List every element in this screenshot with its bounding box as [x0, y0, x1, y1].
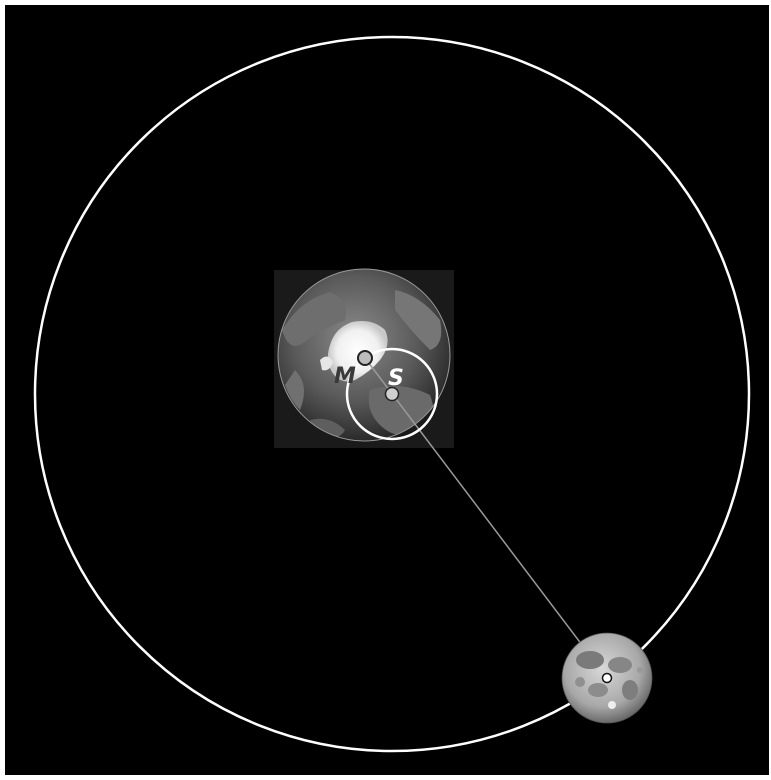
earth-north-pole-view-icon [277, 268, 451, 442]
barycenter-label: S [388, 366, 404, 391]
earth-center-marker [357, 350, 373, 366]
earth-moon-connector-line [364, 357, 608, 679]
earth-center-label: M [334, 364, 356, 389]
barycenter-marker [384, 386, 400, 402]
moon-center-marker [601, 672, 613, 684]
moon-orbit-circle [33, 35, 751, 753]
earth-center-orbit-circle [345, 347, 439, 441]
